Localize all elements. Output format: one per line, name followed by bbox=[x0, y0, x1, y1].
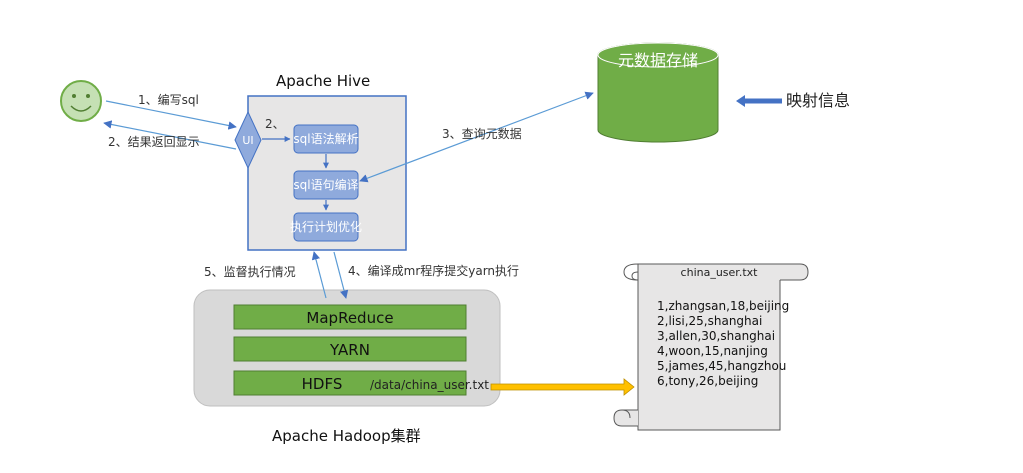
hdfs-to-file-arrow bbox=[490, 378, 635, 396]
hdfs-layer bbox=[233, 370, 467, 396]
query-metadata-arrow bbox=[359, 91, 594, 183]
file-line: 6,tony,26,beijing bbox=[657, 374, 758, 388]
hive-title: Apache Hive bbox=[276, 72, 370, 90]
metadata-store-label: 元数据存储 bbox=[618, 51, 698, 70]
mapping-arrow-icon bbox=[736, 95, 782, 107]
write-sql-arrow bbox=[105, 100, 237, 130]
hdfs-path-label: /data/china_user.txt bbox=[370, 378, 489, 392]
file-line: 3,allen,30,shanghai bbox=[657, 329, 775, 343]
yarn-layer bbox=[233, 336, 467, 362]
step5-label: 5、监督执行情况 bbox=[204, 264, 296, 279]
file-line: 4,woon,15,nanjing bbox=[657, 344, 768, 358]
user-smiley-icon bbox=[60, 80, 102, 122]
ui-diamond bbox=[234, 110, 262, 170]
ui-step2-marker: 2、 bbox=[265, 117, 285, 131]
mapreduce-layer bbox=[233, 304, 467, 330]
return-result-arrow bbox=[103, 120, 237, 150]
plan-optimize-label: 执行计划优化 bbox=[290, 220, 362, 234]
file-scroll-shape bbox=[613, 263, 809, 431]
step1-label: 1、编写sql bbox=[138, 92, 199, 107]
step4-label: 4、编译成mr程序提交yarn执行 bbox=[348, 263, 519, 278]
sql-parse-box bbox=[293, 124, 359, 154]
plan-optimize-box bbox=[293, 212, 359, 242]
file-line: 5,james,45,hangzhou bbox=[657, 359, 786, 373]
mapreduce-label: MapReduce bbox=[306, 309, 393, 327]
hadoop-title: Apache Hadoop集群 bbox=[272, 427, 421, 445]
step3-label: 3、查询元数据 bbox=[442, 126, 522, 141]
metadata-store-cylinder bbox=[597, 42, 719, 143]
compile-submit-arrow bbox=[333, 251, 349, 299]
yarn-label: YARN bbox=[329, 341, 370, 359]
monitor-arrow bbox=[311, 251, 327, 299]
sql-parse-label: sql语法解析 bbox=[293, 132, 358, 146]
sql-compile-box bbox=[293, 170, 359, 200]
hdfs-label: HDFS bbox=[302, 375, 343, 393]
sql-compile-label: sql语句编译 bbox=[293, 177, 358, 192]
ui-label: UI bbox=[242, 134, 253, 147]
file-name-label: china_user.txt bbox=[681, 266, 759, 279]
file-line: 1,zhangsan,18,beijing bbox=[657, 299, 789, 313]
mapping-info-label: 映射信息 bbox=[786, 91, 850, 110]
file-line: 2,lisi,25,shanghai bbox=[657, 314, 762, 328]
step2-label: 2、结果返回显示 bbox=[108, 135, 200, 149]
